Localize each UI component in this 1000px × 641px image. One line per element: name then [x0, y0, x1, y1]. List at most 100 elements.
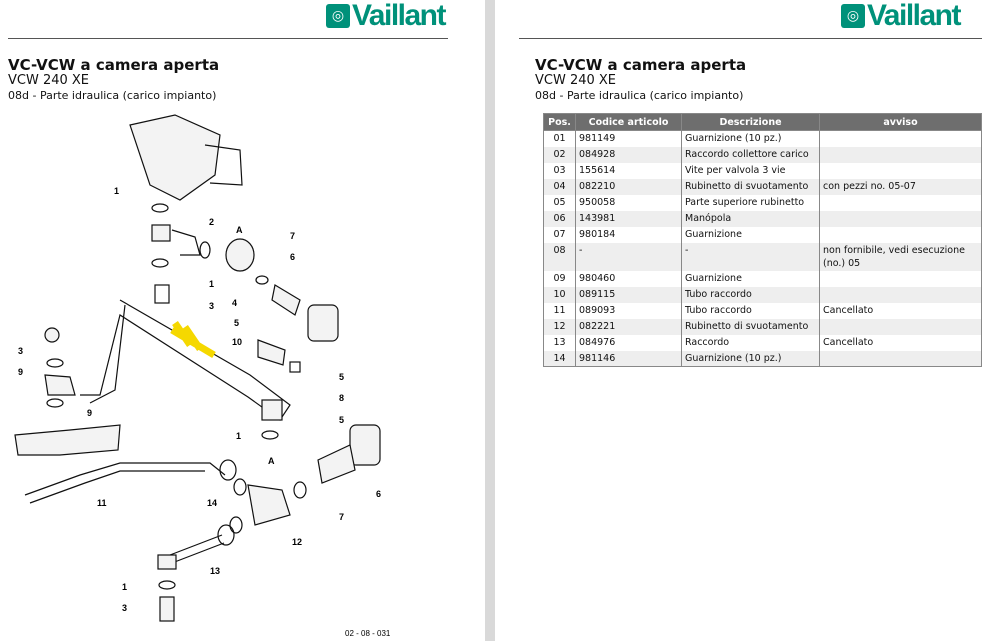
table-row: 08--non fornibile, vedi esecuzione (no.)…	[543, 242, 982, 271]
header-rule	[519, 38, 982, 39]
notice-cell	[819, 130, 982, 147]
part-callout-label: 7	[339, 512, 344, 522]
notice-cell: con pezzi no. 05-07	[819, 178, 982, 195]
position-cell: 07	[543, 226, 576, 243]
drawing-code: 02 - 08 - 031	[345, 629, 391, 638]
part-callout-label: 4	[232, 298, 237, 308]
header-rule	[8, 38, 448, 39]
part-callout-label: 13	[210, 566, 220, 576]
part-callout-label: 9	[87, 408, 92, 418]
article-code-cell: 980460	[575, 270, 682, 287]
article-code-cell: 981149	[575, 130, 682, 147]
notice-cell	[819, 270, 982, 287]
left-page: ◎Vaillant VC-VCW a camera aperta VCW 240…	[0, 0, 485, 641]
notice-cell	[819, 210, 982, 227]
part-callout-label: 8	[339, 393, 344, 403]
part-callout-label: 6	[376, 489, 381, 499]
article-code-cell: 981146	[575, 350, 682, 367]
part-callout-label: 10	[232, 337, 242, 347]
position-cell: 09	[543, 270, 576, 287]
description-cell: Parte superiore rubinetto	[681, 194, 820, 211]
position-cell: 12	[543, 318, 576, 335]
position-cell: 03	[543, 162, 576, 179]
page-title: VC-VCW a camera aperta	[8, 56, 220, 74]
part-callout-label: 2	[209, 217, 214, 227]
description-cell: Guarnizione (10 pz.)	[681, 350, 820, 367]
notice-cell	[819, 146, 982, 163]
part-callout-label: 1	[236, 431, 241, 441]
description-cell: Raccordo collettore carico	[681, 146, 820, 163]
position-cell: 05	[543, 194, 576, 211]
article-code-cell: 143981	[575, 210, 682, 227]
position-cell: 13	[543, 334, 576, 351]
vaillant-logo: ◎Vaillant	[325, 0, 447, 32]
part-callout-label: 1	[209, 279, 214, 289]
part-callout-label: 7	[290, 231, 295, 241]
description-cell: Vite per valvola 3 vie	[681, 162, 820, 179]
description-cell: Manópola	[681, 210, 820, 227]
part-callout-label: 3	[209, 301, 214, 311]
article-code-cell: 084976	[575, 334, 682, 351]
part-callout-label: 5	[339, 415, 344, 425]
position-cell: 06	[543, 210, 576, 227]
notice-cell	[819, 350, 982, 367]
notice-cell	[819, 286, 982, 303]
description-cell: Raccordo	[681, 334, 820, 351]
position-cell: 11	[543, 302, 576, 319]
part-callout-label: 14	[207, 498, 217, 508]
article-code-cell: 082221	[575, 318, 682, 335]
article-code-cell: 950058	[575, 194, 682, 211]
position-cell: 10	[543, 286, 576, 303]
description-cell: Guarnizione	[681, 226, 820, 243]
article-code-cell: -	[575, 242, 682, 271]
position-cell: 01	[543, 130, 576, 147]
position-cell: 04	[543, 178, 576, 195]
notice-cell	[819, 226, 982, 243]
description-cell: Rubinetto di svuotamento	[681, 318, 820, 335]
hare-logo-icon: ◎	[840, 4, 865, 28]
page-title: VC-VCW a camera aperta	[535, 56, 747, 74]
description-cell: Rubinetto di svuotamento	[681, 178, 820, 195]
part-callout-label: 3	[122, 603, 127, 613]
notice-cell: non fornibile, vedi esecuzione (no.) 05	[819, 242, 982, 271]
article-code-cell: 089115	[575, 286, 682, 303]
position-cell: 02	[543, 146, 576, 163]
article-code-cell: 980184	[575, 226, 682, 243]
description-cell: -	[681, 242, 820, 271]
logo-text: Vaillant	[866, 0, 962, 32]
part-callout-label: 12	[292, 537, 302, 547]
article-code-cell: 084928	[575, 146, 682, 163]
column-header: Pos.	[543, 113, 576, 131]
column-header: Codice articolo	[575, 113, 682, 131]
description-cell: Tubo raccordo	[681, 286, 820, 303]
right-page: ◎Vaillant VC-VCW a camera aperta VCW 240…	[495, 0, 1000, 641]
part-callout-label: 1	[114, 186, 119, 196]
article-code-cell: 089093	[575, 302, 682, 319]
column-header: avviso	[819, 113, 982, 131]
part-callout-label: 1	[122, 582, 127, 592]
model-name: VCW 240 XE	[535, 73, 617, 88]
article-code-cell: 082210	[575, 178, 682, 195]
part-callout-label: 6	[290, 252, 295, 262]
part-callout-label: 5	[339, 372, 344, 382]
logo-text: Vaillant	[351, 0, 447, 32]
notice-cell: Cancellato	[819, 302, 982, 319]
notice-cell	[819, 162, 982, 179]
description-cell: Guarnizione	[681, 270, 820, 287]
notice-cell	[819, 318, 982, 335]
part-callout-label: 3	[18, 346, 23, 356]
hare-logo-icon: ◎	[325, 4, 350, 28]
